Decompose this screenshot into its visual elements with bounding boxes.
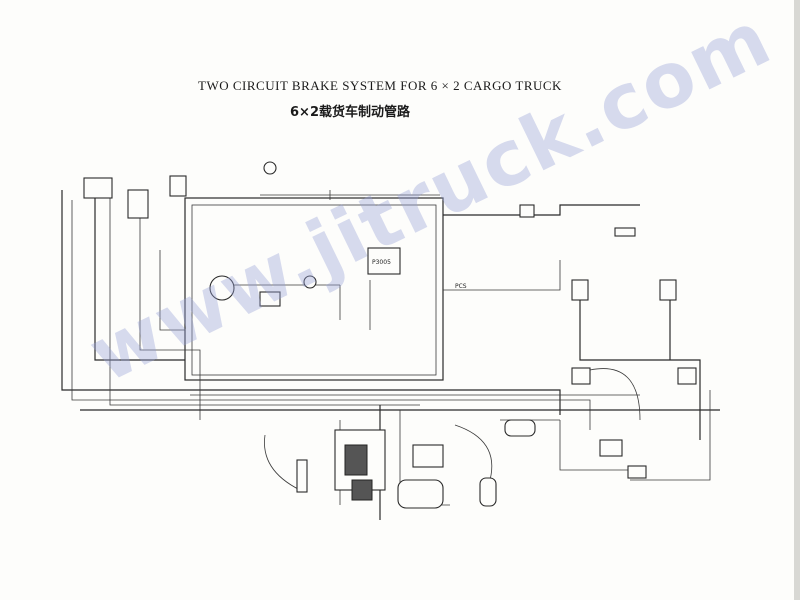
right-mid-pipe bbox=[443, 260, 561, 291]
rear-valve-right bbox=[677, 367, 697, 385]
diagram-title: TWO CIRCUIT BRAKE SYSTEM FOR 6 × 2 CARGO… bbox=[198, 78, 562, 93]
top-right-pipe bbox=[443, 204, 640, 216]
left-lower-pipe bbox=[109, 180, 420, 406]
governor-circle bbox=[303, 275, 317, 289]
central-control-box bbox=[367, 247, 401, 275]
left-outer-pipe-2 bbox=[71, 200, 591, 430]
lower-right-curve bbox=[454, 424, 493, 481]
coupling-head bbox=[614, 227, 636, 237]
valve-top bbox=[169, 175, 187, 197]
dryer-box bbox=[259, 291, 281, 307]
gauge-top bbox=[263, 161, 277, 175]
relay-valve-rear bbox=[599, 439, 623, 457]
compressor-circle bbox=[209, 275, 235, 301]
valve-core bbox=[344, 444, 368, 476]
rear-chamber-left bbox=[571, 279, 589, 301]
left-air-tank bbox=[296, 459, 308, 493]
rear-lower-pipe bbox=[559, 420, 630, 471]
protection-valve bbox=[412, 444, 444, 468]
air-tank-rear bbox=[504, 419, 536, 437]
valve-core-lower bbox=[351, 479, 373, 501]
diagram-subtitle-chinese: 6×2载货车制动管路 bbox=[290, 105, 410, 120]
trailer-connector bbox=[519, 204, 535, 218]
rear-chamber-right bbox=[659, 279, 677, 301]
left-branch-pipe bbox=[139, 200, 201, 420]
left-outer-pipe bbox=[61, 190, 561, 415]
air-tank-right bbox=[479, 477, 497, 507]
relay-valve-left bbox=[127, 189, 149, 219]
main-pipe-network bbox=[61, 180, 720, 520]
rear-valve-left bbox=[571, 367, 591, 385]
brake-valve-top-left bbox=[83, 177, 113, 199]
air-tank-lower bbox=[397, 479, 444, 509]
components: P3005 PCS bbox=[83, 161, 697, 509]
inner-circuit-loop bbox=[191, 204, 437, 376]
lower-left-curve bbox=[264, 434, 301, 491]
central-box-label: P3005 bbox=[372, 259, 391, 266]
right-pipe-label: PCS bbox=[455, 283, 467, 290]
left-inner-pipe bbox=[94, 190, 185, 361]
scan-edge bbox=[794, 0, 800, 600]
central-circuit-loop bbox=[184, 197, 444, 381]
rear-axle-pipe bbox=[579, 300, 701, 440]
rear-curve-pipe bbox=[589, 368, 641, 421]
left-mid-pipe bbox=[159, 250, 185, 331]
rear-right-pipe bbox=[630, 390, 711, 481]
trailer-valve bbox=[627, 465, 647, 479]
